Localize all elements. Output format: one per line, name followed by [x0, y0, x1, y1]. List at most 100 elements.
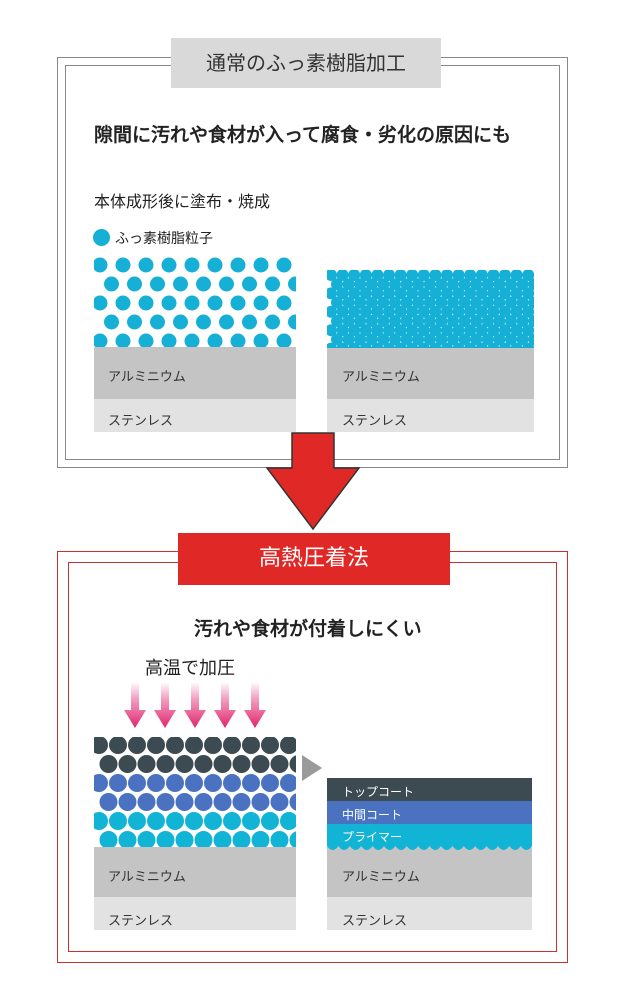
fluoro-particle [150, 276, 165, 292]
fluoro-particle [342, 333, 355, 346]
fluoro-particle [327, 287, 337, 300]
fluoro-particle [429, 324, 442, 337]
fluoro-particle [406, 305, 419, 318]
coat-particle [251, 831, 270, 849]
fluoro-particle [354, 296, 367, 309]
fluoro-particle [383, 305, 395, 318]
fluoro-particle [288, 314, 296, 330]
coat-particle [270, 755, 289, 773]
fluoro-particle [470, 315, 483, 327]
coat-particle [156, 755, 175, 773]
fluoro-particle [417, 324, 430, 337]
fluoro-particle [327, 324, 337, 337]
fluoro-particle [522, 270, 534, 281]
fluoro-particle [516, 333, 529, 346]
fluoro-particle [464, 305, 477, 318]
fluoro-particle [510, 305, 523, 318]
fluoro-particle [342, 315, 355, 327]
coat-particle [109, 737, 127, 754]
fluoro-particle [493, 278, 506, 291]
fluoro-particle [475, 305, 488, 318]
fluoro-particle [400, 333, 413, 346]
conventional-right-diagram [327, 270, 534, 432]
fluoro-particle [447, 278, 459, 291]
fluoro-particle [389, 333, 401, 346]
coat-particle [289, 793, 296, 811]
coat-particle [128, 774, 146, 792]
fluoro-particle [429, 305, 442, 318]
coat-particle [156, 831, 175, 849]
fluoro-particle [528, 315, 534, 327]
fluoro-particle [499, 324, 511, 337]
fluoro-particle [464, 324, 477, 337]
pressure-right-stainless-label: ステンレス [342, 914, 408, 929]
top-coat-layer [327, 778, 532, 801]
fluoro-particle [342, 296, 355, 309]
coat-particle [137, 755, 156, 773]
fluoro-particle [348, 324, 361, 337]
fluoro-particle [493, 315, 506, 327]
fluoro-particle [377, 333, 390, 346]
fluoro-particle [161, 295, 177, 311]
fluoro-particle [115, 333, 131, 349]
legend-particle-label: ふっ素樹脂粒子 [115, 231, 213, 247]
fluoro-particle [253, 257, 269, 273]
fluoro-particle [481, 315, 494, 327]
fluoro-particle [487, 324, 500, 337]
coat-particle [194, 793, 213, 811]
primer-label: プライマー [342, 830, 403, 844]
fluoro-particle [528, 333, 534, 346]
coat-particle [289, 755, 296, 773]
fluoro-particle [487, 270, 500, 281]
coat-particle [185, 812, 203, 830]
stainless-layer [94, 399, 296, 432]
fluoro-particle [522, 287, 534, 300]
fluoro-particle [429, 270, 442, 281]
fluoro-particle [365, 278, 378, 291]
fluoro-particle [242, 314, 257, 330]
coat-particle [204, 812, 222, 830]
fluoro-particle [359, 287, 372, 300]
coat-particle [232, 831, 251, 849]
fluoro-particle [138, 295, 154, 311]
fluoro-particle [470, 296, 483, 309]
fluoro-particle [505, 315, 517, 327]
fluoro-particle [458, 315, 471, 327]
fluoro-particle [288, 276, 296, 292]
fluoro-particle [354, 333, 367, 346]
fluoro-particle [138, 257, 154, 273]
fluoro-particle [207, 295, 223, 311]
stainless-layer [327, 897, 532, 930]
coat-particle [232, 755, 251, 773]
fluoro-particle [383, 270, 395, 281]
middle-coat-label: 中間コート [342, 808, 403, 822]
fluoro-particle [348, 287, 361, 300]
fluoro-particle [184, 333, 200, 349]
fluoro-particle [499, 305, 511, 318]
coat-particle [147, 812, 165, 830]
fluoro-particle [265, 276, 280, 292]
fluoro-particle [505, 296, 517, 309]
fluoro-particle [481, 296, 494, 309]
fluoro-particle [406, 270, 419, 281]
fluoro-particle [377, 315, 390, 327]
fluoro-particle [423, 315, 436, 327]
fluoro-particle [452, 324, 465, 337]
coat-particle [109, 812, 127, 830]
fluoro-particle [219, 276, 234, 292]
coat-particle [166, 812, 184, 830]
aluminum-layer [327, 846, 532, 897]
fluoro-particle [371, 287, 384, 300]
conventional-title: 通常のふっ素樹脂加工 [171, 38, 441, 88]
coat-particle [128, 737, 146, 754]
fluoro-particle [406, 287, 419, 300]
fluoro-particle [127, 314, 142, 330]
coat-particle [232, 793, 251, 811]
coat-particle [213, 793, 232, 811]
coat-particle [147, 737, 165, 754]
fluoro-particle [161, 257, 177, 273]
fluoro-particle [441, 305, 453, 318]
fluoro-particle [499, 270, 511, 281]
pressure-right-aluminum-label: アルミニウム [342, 870, 420, 885]
conventional-left-stainless-label: ステンレス [108, 414, 174, 429]
